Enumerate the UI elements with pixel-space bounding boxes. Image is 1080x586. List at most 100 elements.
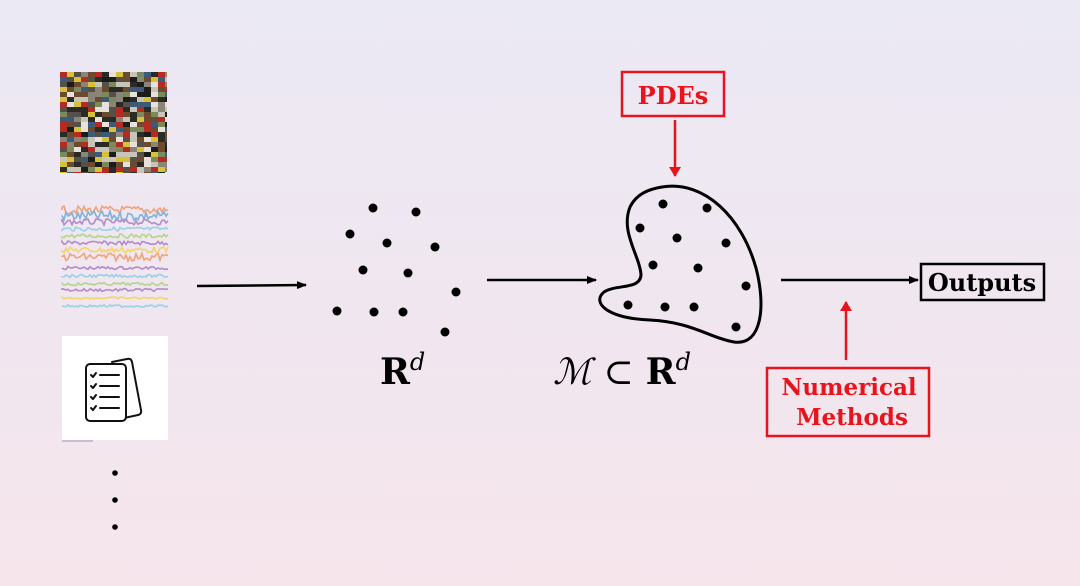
mosaic-tile bbox=[102, 122, 109, 127]
mosaic-tile bbox=[151, 137, 158, 142]
mosaic-tile bbox=[74, 117, 81, 122]
mosaic-tile bbox=[123, 82, 130, 87]
mosaic-tile bbox=[130, 97, 137, 102]
mosaic-tile bbox=[165, 82, 167, 87]
mosaic-tile bbox=[74, 92, 81, 97]
mosaic-tile bbox=[116, 172, 123, 173]
mosaic-tile bbox=[109, 157, 116, 162]
mosaic-tile bbox=[116, 77, 123, 82]
mosaic-tile bbox=[60, 82, 67, 87]
mosaic-tile bbox=[130, 137, 137, 142]
mosaic-tile bbox=[74, 132, 81, 137]
mosaic-tile bbox=[109, 127, 116, 132]
signal-trace bbox=[61, 303, 169, 309]
mosaic-tile bbox=[130, 102, 137, 107]
mosaic-tile bbox=[109, 162, 116, 167]
mosaic-tile bbox=[109, 137, 116, 142]
mosaic-tile bbox=[165, 92, 167, 97]
mosaic-tile bbox=[137, 142, 144, 147]
mosaic-tile bbox=[88, 142, 95, 147]
mosaic-tile bbox=[67, 132, 74, 137]
signal-trace bbox=[61, 233, 169, 239]
mosaic-tile bbox=[60, 92, 67, 97]
data-point bbox=[660, 302, 670, 312]
mosaic-tile bbox=[137, 127, 144, 132]
mosaic-tile bbox=[102, 77, 109, 82]
mosaic-tile bbox=[109, 132, 116, 137]
mosaic-tile bbox=[151, 157, 158, 162]
mosaic-tile bbox=[151, 117, 158, 122]
svg-text:PDEs: PDEs bbox=[638, 81, 709, 110]
mosaic-tile bbox=[102, 137, 109, 142]
mosaic-tile bbox=[67, 82, 74, 87]
mosaic-tile bbox=[137, 172, 144, 173]
mosaic-tile bbox=[102, 167, 109, 172]
mosaic-tile bbox=[144, 92, 151, 97]
mosaic-tile bbox=[60, 72, 67, 77]
mosaic-tile bbox=[144, 157, 151, 162]
mosaic-tile bbox=[123, 132, 130, 137]
mosaic-tile bbox=[95, 157, 102, 162]
mosaic-tile bbox=[130, 157, 137, 162]
mosaic-tile bbox=[137, 97, 144, 102]
mosaic-tile bbox=[151, 77, 158, 82]
mosaic-tile bbox=[74, 102, 81, 107]
data-point bbox=[648, 260, 658, 270]
data-point bbox=[345, 229, 355, 239]
point-cloud bbox=[332, 203, 461, 337]
mosaic-tile bbox=[144, 137, 151, 142]
signal-trace bbox=[61, 295, 169, 300]
mosaic-tile bbox=[123, 167, 130, 172]
signal-trace bbox=[61, 239, 169, 247]
mosaic-tile bbox=[74, 77, 81, 82]
mosaic-tile bbox=[81, 112, 88, 117]
mosaic-tile bbox=[88, 77, 95, 82]
mosaic-tile bbox=[74, 157, 81, 162]
mosaic-tile bbox=[95, 122, 102, 127]
data-point bbox=[658, 199, 668, 209]
mosaic-tile bbox=[102, 127, 109, 132]
mosaic-tile bbox=[74, 162, 81, 167]
more-inputs-ellipsis bbox=[112, 470, 118, 530]
mosaic-tile bbox=[137, 147, 144, 152]
mosaic-tile bbox=[81, 92, 88, 97]
mosaic-tile bbox=[151, 167, 158, 172]
data-point bbox=[403, 268, 413, 278]
image-mosaic bbox=[60, 72, 167, 173]
mosaic-tile bbox=[81, 102, 88, 107]
mosaic-tile bbox=[123, 112, 130, 117]
mosaic-tile bbox=[116, 112, 123, 117]
mosaic-tile bbox=[95, 112, 102, 117]
mosaic-tile bbox=[60, 77, 67, 82]
mosaic-tile bbox=[109, 102, 116, 107]
mosaic-tile bbox=[67, 77, 74, 82]
mosaic-tile bbox=[158, 132, 165, 137]
mosaic-tile bbox=[67, 167, 74, 172]
mosaic-tile bbox=[123, 137, 130, 142]
mosaic-tile bbox=[95, 77, 102, 82]
mosaic-tile bbox=[158, 117, 165, 122]
mosaic-tile bbox=[102, 142, 109, 147]
mosaic-tile bbox=[165, 77, 167, 82]
mosaic-tile bbox=[165, 112, 167, 117]
mosaic-tile bbox=[165, 117, 167, 122]
mosaic-tile bbox=[130, 147, 137, 152]
mosaic-tile bbox=[109, 117, 116, 122]
mosaic-tile bbox=[67, 172, 74, 173]
mosaic-tile bbox=[60, 87, 67, 92]
mosaic-tile bbox=[137, 87, 144, 92]
mosaic-tile bbox=[88, 132, 95, 137]
data-point bbox=[635, 223, 645, 233]
mosaic-tile bbox=[67, 87, 74, 92]
mosaic-tile bbox=[60, 97, 67, 102]
mosaic-tile bbox=[60, 132, 67, 137]
mosaic-tile bbox=[130, 152, 137, 157]
mosaic-tile bbox=[67, 147, 74, 152]
mosaic-tile bbox=[137, 92, 144, 97]
mosaic-tile bbox=[116, 127, 123, 132]
mosaic-tile bbox=[130, 162, 137, 167]
mosaic-tile bbox=[130, 107, 137, 112]
mosaic-tile bbox=[137, 157, 144, 162]
mosaic-tile bbox=[137, 117, 144, 122]
